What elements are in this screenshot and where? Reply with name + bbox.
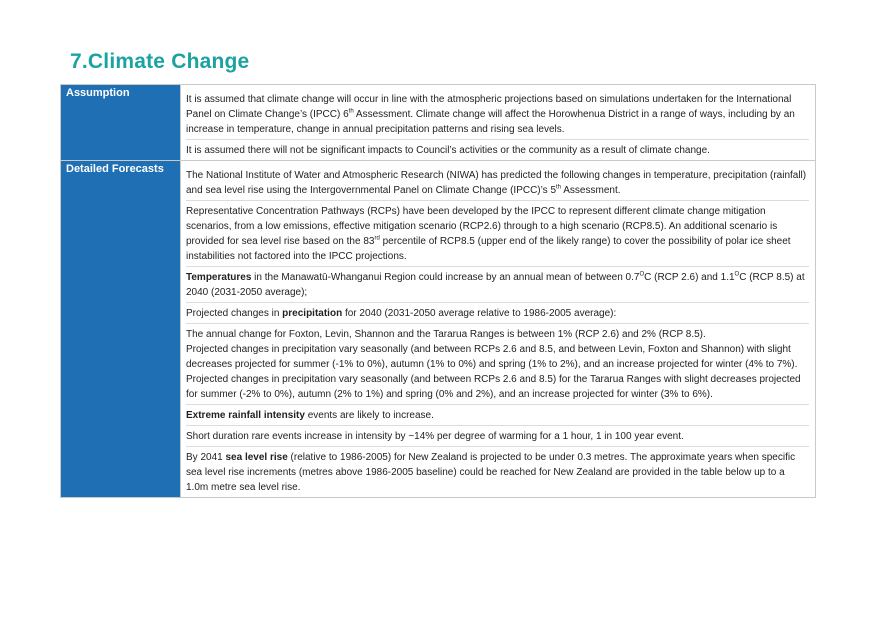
row-label-assumption: Assumption xyxy=(60,84,181,161)
paragraph: The National Institute of Water and Atmo… xyxy=(186,161,809,201)
table-row-assumption: Assumption It is assumed that climate ch… xyxy=(60,84,816,161)
table-row-detailed-forecasts: Detailed Forecasts The National Institut… xyxy=(60,160,816,498)
assumptions-table: Assumption It is assumed that climate ch… xyxy=(60,84,816,498)
paragraph: Temperatures in the Manawatū-Whanganui R… xyxy=(186,267,809,303)
row-label-detailed-forecasts: Detailed Forecasts xyxy=(60,160,181,498)
section-heading: 7.Climate Change xyxy=(70,50,249,74)
row-content-assumption: It is assumed that climate change will o… xyxy=(180,84,816,161)
paragraph: Short duration rare events increase in i… xyxy=(186,426,809,447)
section-number: 7. xyxy=(70,50,88,73)
paragraph: The annual change for Foxton, Levin, Sha… xyxy=(186,324,809,405)
paragraph: It is assumed that climate change will o… xyxy=(186,85,809,140)
paragraph: Projected changes in precipitation for 2… xyxy=(186,303,809,324)
paragraph: Extreme rainfall intensity events are li… xyxy=(186,405,809,426)
row-content-detailed-forecasts: The National Institute of Water and Atmo… xyxy=(180,160,816,498)
paragraph: Representative Concentration Pathways (R… xyxy=(186,201,809,267)
section-title: Climate Change xyxy=(87,50,250,73)
paragraph: It is assumed there will not be signific… xyxy=(186,145,710,156)
paragraph: By 2041 sea level rise (relative to 1986… xyxy=(186,452,796,493)
